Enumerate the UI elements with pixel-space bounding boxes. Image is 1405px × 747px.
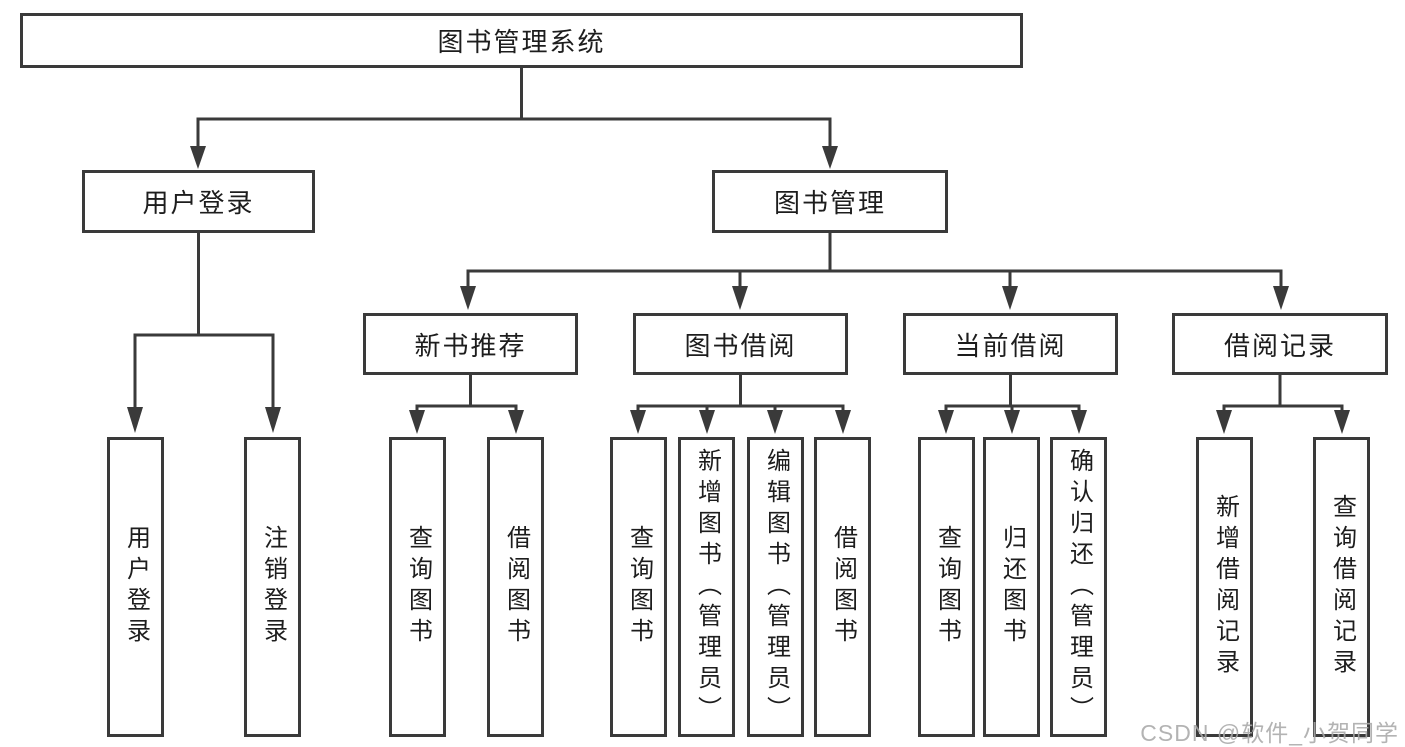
leaf-query-borrow-record: 查询借阅记录 <box>1313 437 1370 737</box>
node-current-borrow: 当前借阅 <box>903 313 1118 375</box>
connector-book-borrow-children <box>630 375 851 434</box>
node-root-system: 图书管理系统 <box>20 13 1023 68</box>
leaf-add-borrow-record: 新增借阅记录 <box>1196 437 1253 737</box>
node-new-book-recommend-label: 新书推荐 <box>414 330 527 361</box>
node-book-borrow: 图书借阅 <box>633 313 848 375</box>
leaf-user-login: 用户登录 <box>107 437 164 737</box>
leaf-recommend-borrow-books-label: 借阅图书 <box>502 525 530 649</box>
leaf-add-book-admin-label: 新增图书（管理员） <box>693 447 721 727</box>
leaf-logout-label: 注销登录 <box>259 525 287 649</box>
leaf-borrow-borrow-books: 借阅图书 <box>814 437 871 737</box>
leaf-recommend-query-books-label: 查询图书 <box>404 525 432 649</box>
leaf-logout: 注销登录 <box>244 437 301 737</box>
leaf-add-borrow-record-label: 新增借阅记录 <box>1211 494 1239 680</box>
connector-root-to-level1 <box>190 68 838 169</box>
leaf-query-borrow-record-label: 查询借阅记录 <box>1328 494 1356 680</box>
leaf-borrow-query-books: 查询图书 <box>610 437 667 737</box>
node-borrow-records-label: 借阅记录 <box>1223 330 1336 361</box>
leaf-borrow-query-books-label: 查询图书 <box>625 525 653 649</box>
connector-book-management-children <box>460 233 1289 310</box>
node-book-borrow-label: 图书借阅 <box>684 330 797 361</box>
leaf-current-query-books: 查询图书 <box>918 437 975 737</box>
leaf-borrow-borrow-books-label: 借阅图书 <box>829 525 857 649</box>
leaf-confirm-return-admin-label: 确认归还（管理员） <box>1065 447 1093 727</box>
node-book-management-label: 图书管理 <box>773 188 886 218</box>
node-new-book-recommend: 新书推荐 <box>363 313 578 375</box>
leaf-edit-book-admin-label: 编辑图书（管理员） <box>762 447 790 727</box>
leaf-user-login-label: 用户登录 <box>122 525 150 649</box>
node-book-management: 图书管理 <box>712 170 948 233</box>
leaf-current-query-books-label: 查询图书 <box>933 525 961 649</box>
node-current-borrow-label: 当前借阅 <box>954 330 1067 361</box>
leaf-return-book-label: 归还图书 <box>998 525 1026 649</box>
csdn-watermark: CSDN @软件_小贺同学 <box>1140 720 1399 746</box>
node-user-login: 用户登录 <box>82 170 315 233</box>
connector-user-login-children <box>127 233 281 433</box>
node-user-login-label: 用户登录 <box>142 188 255 218</box>
leaf-recommend-query-books: 查询图书 <box>389 437 446 737</box>
node-root-system-label: 图书管理系统 <box>437 27 606 57</box>
leaf-edit-book-admin: 编辑图书（管理员） <box>747 437 804 737</box>
connector-current-borrow-children <box>938 375 1087 434</box>
connector-new-book-children <box>409 375 524 434</box>
leaf-return-book: 归还图书 <box>983 437 1040 737</box>
leaf-recommend-borrow-books: 借阅图书 <box>487 437 544 737</box>
leaf-confirm-return-admin: 确认归还（管理员） <box>1050 437 1107 737</box>
connector-borrow-records-children <box>1216 375 1350 434</box>
leaf-add-book-admin: 新增图书（管理员） <box>678 437 735 737</box>
node-borrow-records: 借阅记录 <box>1172 313 1388 375</box>
